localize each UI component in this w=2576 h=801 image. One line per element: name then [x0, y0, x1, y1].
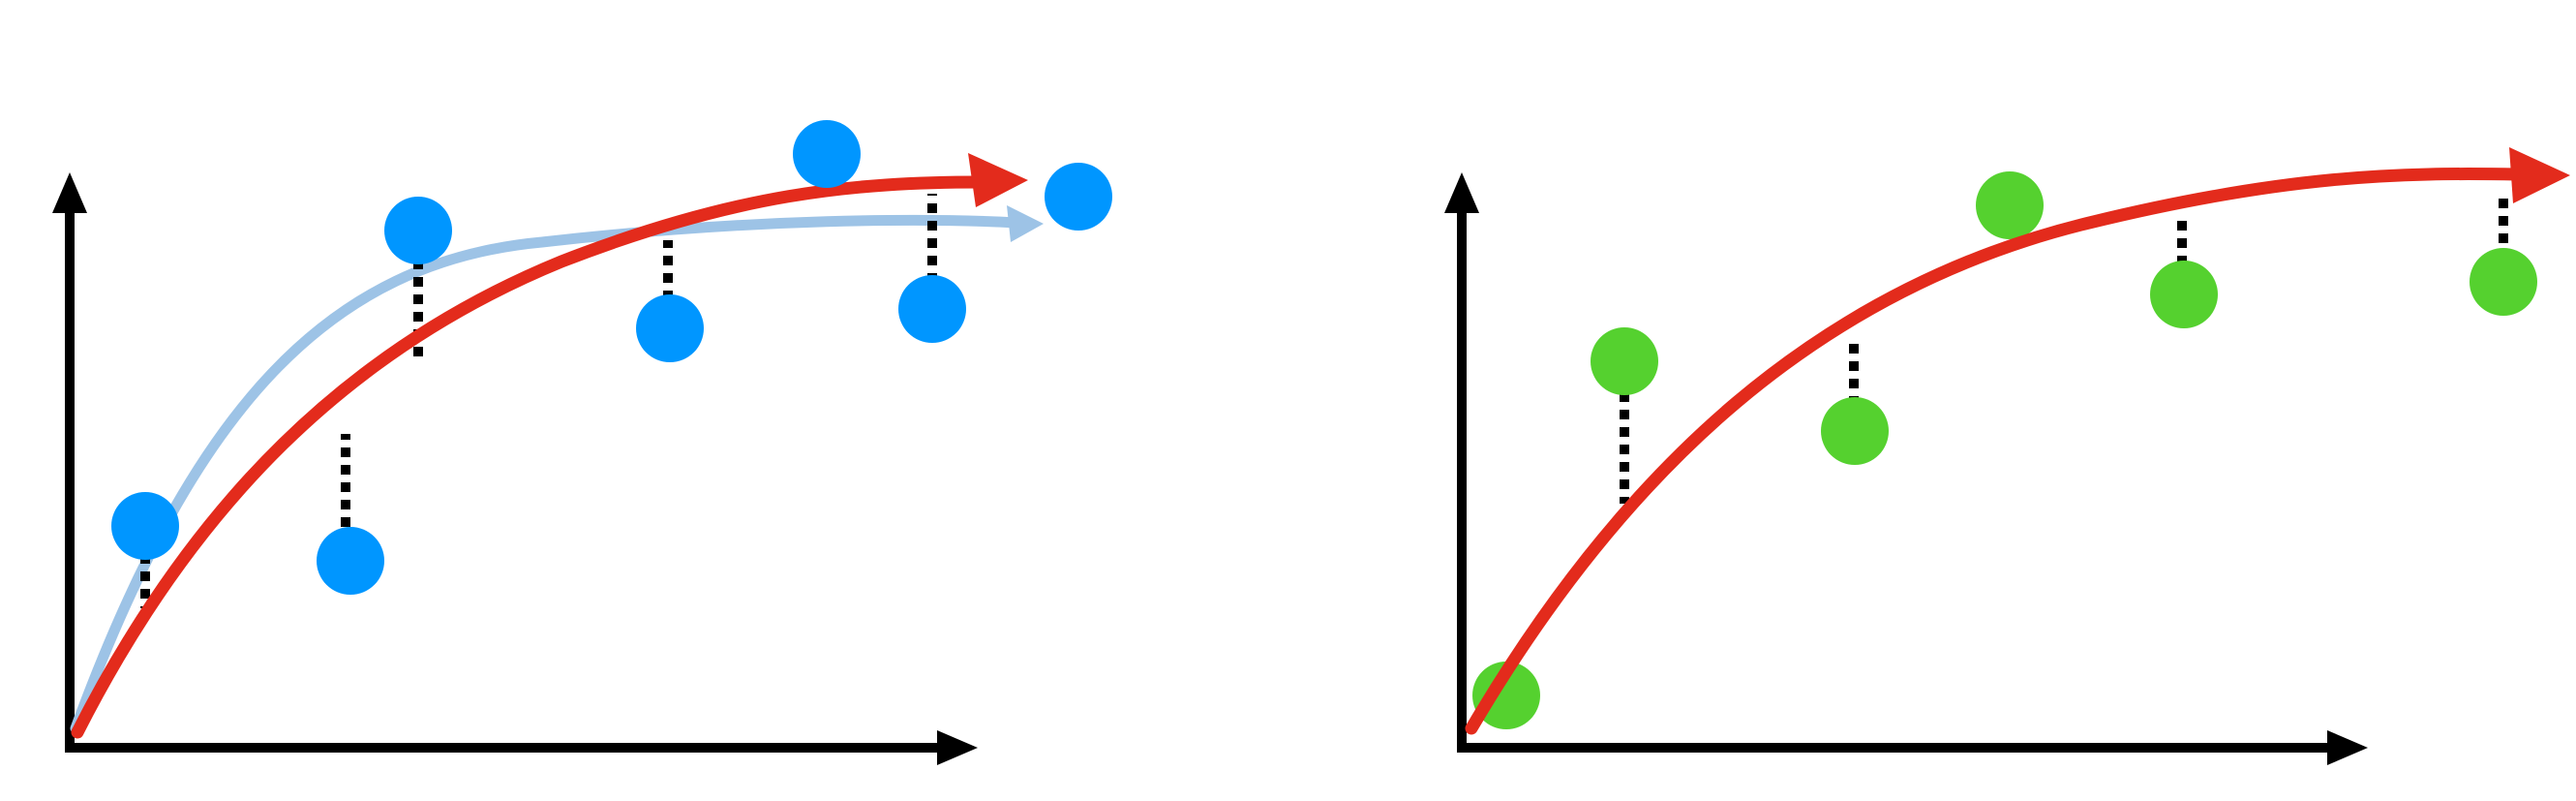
- right-point-6: [2470, 248, 2537, 316]
- left-residuals: [140, 194, 937, 608]
- right-point-3: [1821, 397, 1889, 465]
- left-y-axis-arrowhead: [52, 172, 87, 213]
- left-point-4: [636, 294, 704, 362]
- left-point-6: [898, 275, 966, 343]
- left-alt-curve: [70, 205, 1044, 734]
- right-fit-curve-arrowhead: [2509, 147, 2570, 203]
- right-point-2: [1591, 327, 1658, 395]
- right-residuals: [1620, 199, 2508, 504]
- right-point-1: [1472, 662, 1540, 729]
- left-panel: [52, 120, 1112, 765]
- left-point-1: [111, 492, 179, 560]
- left-point-2: [317, 527, 384, 595]
- left-point-7: [1045, 163, 1112, 231]
- left-x-axis-arrowhead: [937, 730, 978, 765]
- left-axes: [52, 172, 978, 765]
- left-point-5: [793, 120, 861, 188]
- left-alt-curve-arrowhead: [1007, 205, 1044, 242]
- right-fit-curve: [1465, 147, 2570, 735]
- left-fit-curve: [71, 153, 1028, 739]
- right-point-5: [2150, 261, 2218, 328]
- left-alt-curve-line: [70, 214, 1022, 734]
- right-panel: [1444, 147, 2570, 765]
- right-points: [1472, 171, 2537, 729]
- right-y-axis-arrowhead: [1444, 172, 1479, 213]
- right-axes: [1444, 172, 2368, 765]
- right-fit-curve-line: [1465, 168, 2524, 735]
- left-point-3: [384, 197, 452, 264]
- right-point-4: [1976, 171, 2044, 239]
- left-points: [111, 120, 1112, 595]
- left-fit-curve-arrowhead: [968, 153, 1028, 207]
- left-fit-curve-line: [71, 175, 989, 739]
- right-x-axis-arrowhead: [2327, 730, 2368, 765]
